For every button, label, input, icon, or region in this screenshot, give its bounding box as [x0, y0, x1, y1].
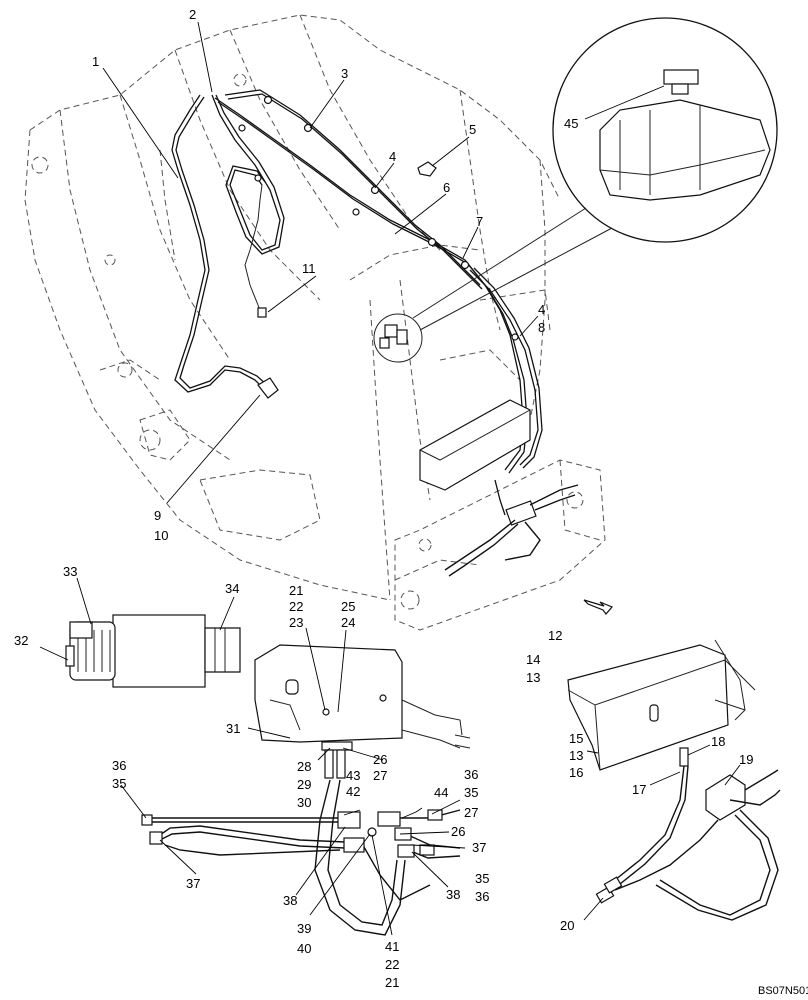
harness-3 — [224, 89, 483, 290]
callout-37-left: 37 — [186, 876, 200, 891]
harness-loop-2 — [211, 94, 285, 255]
callout-23: 23 — [289, 615, 303, 630]
drawing-code: BS07N501 — [758, 985, 808, 997]
callout-36-right: 36 — [464, 767, 478, 782]
callout-24: 24 — [341, 615, 355, 630]
callout-9: 9 — [154, 508, 161, 523]
fuse-45 — [663, 69, 699, 85]
callout-4-top: 4 — [389, 149, 396, 164]
callout-32: 32 — [14, 633, 28, 648]
callout-30: 30 — [297, 795, 311, 810]
callout-27-right: 27 — [464, 805, 478, 820]
callout-39: 39 — [297, 921, 311, 936]
callout-16: 16 — [569, 765, 583, 780]
callout-27-top: 27 — [373, 768, 387, 783]
tee-fitting-38b — [377, 811, 401, 827]
callout-13-top: 13 — [526, 670, 540, 685]
callout-13-bottom: 13 — [569, 748, 583, 763]
inset-solenoid-assembly — [65, 614, 241, 688]
callout-42: 42 — [346, 784, 360, 799]
callout-18: 18 — [711, 734, 725, 749]
callout-29: 29 — [297, 777, 311, 792]
callout-3: 3 — [341, 66, 348, 81]
view-direction-arrow — [583, 599, 613, 615]
inset-plate-manifold — [254, 644, 471, 779]
machine-frame-outline — [24, 14, 606, 631]
callout-35-right: 35 — [464, 785, 478, 800]
callout-44: 44 — [434, 785, 448, 800]
callout-36-left: 36 — [112, 758, 126, 773]
harness-clips — [238, 95, 519, 399]
callout-11: 11 — [302, 261, 316, 276]
callout-35-lower: 35 — [475, 871, 489, 886]
callout-31: 31 — [226, 721, 240, 736]
inset-plate-valve — [567, 639, 781, 921]
callout-35-left: 35 — [112, 776, 126, 791]
callout-40: 40 — [297, 941, 311, 956]
callout-33: 33 — [63, 564, 77, 579]
harness-connector-11 — [257, 307, 267, 318]
callout-22-top: 22 — [289, 599, 303, 614]
callout-12: 12 — [548, 628, 562, 643]
callout-38-left: 38 — [283, 893, 297, 908]
callout-14: 14 — [526, 652, 540, 667]
callout-41: 41 — [385, 939, 399, 954]
callout-28: 28 — [297, 759, 311, 774]
callout-22-bottom: 22 — [385, 957, 399, 972]
callout-21-top: 21 — [289, 583, 303, 598]
callout-5: 5 — [469, 122, 476, 137]
harness-tube-1 — [171, 94, 269, 393]
tee-fitting-38a — [337, 811, 361, 829]
harness-11-branch — [244, 184, 263, 316]
callout-15: 15 — [569, 731, 583, 746]
callout-labels: 1 2 3 5 4 6 7 4 8 11 9 10 45 33 34 32 21… — [14, 7, 808, 997]
callout-43: 43 — [346, 768, 360, 783]
callout-26-right: 26 — [451, 824, 465, 839]
callout-45: 45 — [564, 116, 578, 131]
callout-17: 17 — [632, 782, 646, 797]
part-5-grommet — [417, 161, 437, 177]
callout-38-right: 38 — [446, 887, 460, 902]
callout-34: 34 — [225, 581, 239, 596]
callout-10: 10 — [154, 528, 168, 543]
callout-26-top: 26 — [373, 752, 387, 767]
callout-4-right: 4 — [538, 302, 545, 317]
callout-25: 25 — [341, 599, 355, 614]
valve-19 — [705, 774, 746, 821]
part-9-sensor — [257, 377, 279, 399]
callout-21-bottom: 21 — [385, 975, 399, 990]
valve-installed — [444, 479, 579, 577]
callout-8: 8 — [538, 320, 545, 335]
plate-installed — [419, 399, 531, 491]
detail-view-45 — [412, 17, 778, 331]
callout-2: 2 — [189, 7, 196, 22]
callout-20: 20 — [560, 918, 574, 933]
hose-assembly-middle — [141, 779, 461, 936]
callout-7: 7 — [476, 214, 483, 229]
tube-8 — [469, 267, 543, 469]
callout-36-lower: 36 — [475, 889, 489, 904]
callout-37-right: 37 — [472, 840, 486, 855]
callout-1: 1 — [92, 54, 99, 69]
leader-lines — [39, 21, 741, 936]
callout-19: 19 — [739, 752, 753, 767]
callout-6: 6 — [443, 180, 450, 195]
relay-cluster-small — [373, 313, 423, 363]
